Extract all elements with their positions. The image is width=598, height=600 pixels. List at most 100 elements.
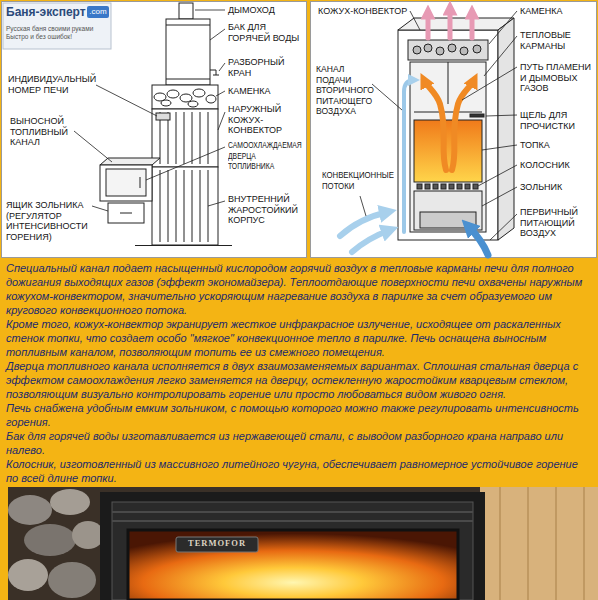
flow-arrow — [340, 212, 388, 236]
cutaway-drawing — [433, 184, 438, 189]
stove-drawing — [152, 109, 218, 167]
leader-line — [486, 115, 517, 116]
logo-text: .com — [87, 7, 109, 16]
part-label: САМООХЛАЖДАЕМАЯ ДВЕРЦА ТОПЛИВНИКА — [228, 140, 284, 172]
flow-arrow — [404, 80, 414, 232]
stove-photo — [8, 559, 48, 591]
leader-line — [360, 11, 517, 240]
leader-line — [208, 201, 225, 206]
logo-text: Русская баня своими руками Быстро и без … — [6, 25, 108, 40]
logo-box — [3, 3, 111, 49]
cutaway-drawing — [410, 62, 486, 232]
cutaway-drawing — [414, 191, 482, 230]
part-label: ЯЩИК ЗОЛЬНИКА (РЕГУЛЯТОР ИНТЕНСИВНОСТИ Г… — [6, 200, 90, 242]
stove-photo — [500, 487, 584, 600]
stove-drawing — [120, 213, 132, 214]
stove-drawing — [188, 101, 198, 107]
stove-drawing — [100, 3, 232, 246]
leader-line — [218, 112, 225, 130]
leader-line — [210, 29, 225, 40]
cutaway-drawing — [398, 18, 514, 240]
brand-text: TERMOFOR — [176, 539, 258, 549]
stove-photo — [176, 537, 258, 552]
cutaway-drawing — [457, 184, 462, 189]
cutaway-drawing — [470, 114, 484, 117]
leader-line — [92, 206, 108, 211]
stove-photo — [48, 562, 96, 598]
stove-photo — [128, 530, 458, 600]
panel — [2, 2, 307, 258]
panel — [311, 2, 597, 258]
cutaway-drawing — [448, 62, 449, 104]
leader-line — [146, 147, 225, 180]
part-label: ВЫНОСНОЙ ТОПЛИВНЫЙ КАНАЛ — [10, 116, 72, 148]
leader-line — [372, 84, 402, 110]
stove-drawing — [179, 3, 193, 19]
cutaway-drawing — [498, 18, 514, 240]
flow-arrow — [452, 80, 474, 170]
stove-drawing — [140, 177, 141, 188]
stove-drawing — [166, 79, 210, 80]
logo-box — [3, 3, 111, 49]
stove-drawing — [100, 165, 152, 201]
cutaway-drawing — [398, 18, 514, 30]
stove-photo — [100, 492, 485, 600]
leader-line — [74, 131, 112, 162]
cutaway-drawing — [413, 46, 421, 54]
flow-arrow — [448, 8, 453, 38]
stove-photo — [112, 502, 473, 600]
stove-drawing — [156, 113, 170, 120]
cutaway-drawing — [425, 184, 430, 189]
part-label: КОЖУХ-КОНВЕКТОР — [318, 6, 408, 17]
leader-line — [490, 214, 517, 240]
part-label: ТОПКА — [520, 140, 594, 151]
cutaway-drawing — [465, 184, 470, 189]
paragraph-text: Печь снабжена удобным емким зольником, с… — [6, 401, 592, 429]
logo-text: Баня-эксперт — [6, 5, 86, 19]
part-label: КОНВЕКЦИОННЫЕ ПОТОКИ — [322, 170, 384, 191]
paragraph-text: Кроме того, кожух-конвектор экранирует ж… — [6, 317, 592, 359]
stove-drawing — [210, 70, 219, 75]
cutaway-drawing — [460, 47, 468, 55]
flow-arrow — [424, 80, 446, 170]
stove-drawing — [166, 25, 210, 26]
part-label: ТЕПЛОВЫЕ КАРМАНЫ — [520, 30, 594, 51]
stove-photo — [8, 487, 598, 600]
part-label: ПУТЬ ПЛАМЕНИ И ДЫМОВЫХ ГАЗОВ — [520, 62, 594, 94]
part-label: КАМЕНКА — [228, 86, 302, 97]
stove-photo — [112, 511, 473, 513]
stove-photo — [8, 495, 52, 525]
logo-box — [87, 6, 109, 18]
part-label: ПЕРВИЧНЫЙ ПИТАЮЩИЙ ВОЗДУХ — [520, 207, 594, 239]
leader-line — [219, 63, 225, 71]
cutaway-drawing — [473, 45, 481, 53]
stove-photo — [112, 520, 473, 522]
part-label: КАМЕНКА — [520, 6, 594, 17]
cutaway-drawing — [448, 44, 456, 52]
cutaway-drawing — [408, 40, 488, 60]
paragraph-text: Специальный канал подает насыщенный кисл… — [6, 261, 592, 317]
cutaway-drawing — [424, 44, 432, 52]
stove-photo — [480, 487, 598, 600]
part-label: КАНАЛ ПОДАЧИ ВТОРИЧНОГО ПИТАЮЩЕГО ВОЗДУХ… — [316, 64, 371, 117]
stove-photo — [50, 489, 90, 515]
stove-drawing — [161, 100, 171, 106]
flow-arrow — [340, 8, 488, 255]
cutaway-drawing — [398, 30, 498, 240]
stove-photo — [8, 487, 598, 600]
leader-line — [489, 11, 517, 44]
leader-line — [74, 10, 225, 211]
part-label: НАРУЖНЫЙ КОЖУХ-КОНВЕКТОР — [228, 104, 302, 136]
leader-line — [216, 91, 225, 96]
stove-drawing — [180, 94, 192, 102]
leader-line — [96, 85, 157, 116]
stove-drawing — [106, 169, 146, 196]
cutaway-drawing — [449, 184, 454, 189]
paragraph-text: Дверца топливного канала исполняется в д… — [6, 359, 592, 401]
part-label: РАЗБОРНЫЙ КРАН — [228, 57, 302, 78]
cutaway-drawing — [473, 184, 478, 189]
cutaway-drawing — [436, 47, 444, 55]
cutaway-drawing — [441, 184, 446, 189]
leader-line — [360, 196, 366, 216]
flow-arrow — [352, 230, 390, 252]
